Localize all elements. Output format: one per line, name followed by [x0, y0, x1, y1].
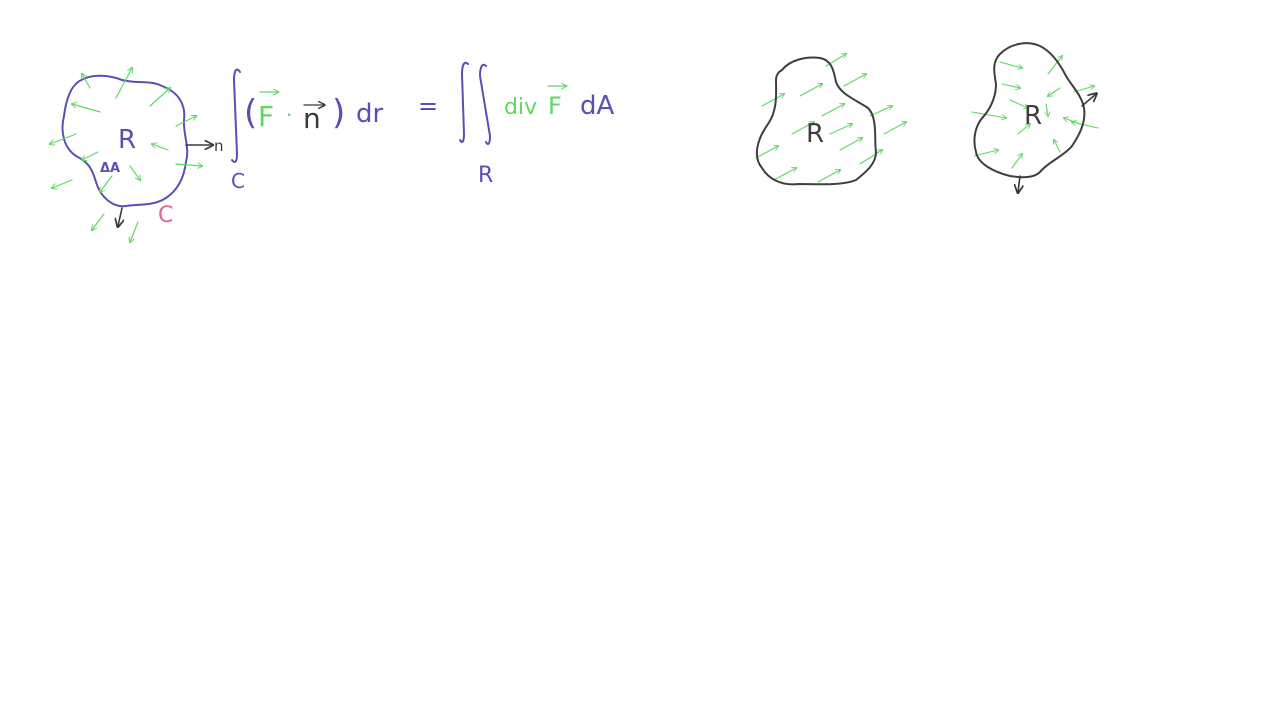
region-label: R — [1024, 101, 1042, 131]
diagram-source-region: R — [971, 42, 1099, 192]
diagram-uniform-field-region: R — [755, 54, 906, 186]
field-arrow — [999, 61, 1022, 68]
field-arrow — [829, 124, 852, 135]
field-arrow — [1011, 154, 1022, 169]
div-operator: div — [504, 95, 537, 120]
field-arrow — [773, 168, 796, 181]
field-arrow — [869, 106, 892, 117]
field-arrow — [971, 111, 1006, 118]
open-paren: ( — [244, 93, 257, 133]
normal-label: n — [214, 137, 224, 155]
field-arrow — [817, 170, 840, 183]
field-arrow — [152, 144, 169, 151]
double-integral-sign-2 — [479, 63, 491, 145]
field-arrow — [149, 88, 170, 107]
vector-field-arrows — [50, 68, 202, 242]
curve-label: C — [158, 203, 173, 228]
field-arrow — [859, 150, 882, 165]
field-arrow — [761, 94, 784, 107]
field-arrow — [1009, 99, 1028, 108]
rhs-field-symbol: F — [548, 92, 562, 120]
field-arrow — [92, 213, 105, 230]
field-arrow — [1047, 56, 1062, 75]
normal-arrow-out — [1081, 94, 1096, 107]
normal-arrow-down — [1018, 175, 1020, 192]
field-arrow — [1054, 140, 1061, 153]
normal-arrow-bottom — [118, 207, 122, 226]
field-arrow — [100, 175, 113, 192]
field-arrow — [82, 151, 99, 160]
field-arrow — [1072, 122, 1099, 129]
region-outline — [755, 56, 877, 186]
dot-operator: · — [286, 103, 292, 127]
normal-symbol: n — [303, 102, 321, 135]
area-element-label: ΔA — [100, 161, 120, 176]
divergence-theorem-equation: C ( F · n ) dr = R div F dA — [231, 61, 615, 193]
lhs-lower-limit: C — [231, 169, 245, 193]
field-arrow — [973, 150, 998, 157]
field-arrow — [82, 74, 91, 89]
field-arrow — [843, 74, 866, 87]
rhs-lower-limit: R — [478, 163, 493, 188]
field-arrow — [821, 104, 844, 117]
field-arrow — [129, 165, 140, 180]
field-arrow — [755, 146, 778, 159]
field-arrow — [791, 122, 814, 135]
field-arrow — [839, 138, 862, 151]
field-arrow — [1048, 87, 1061, 96]
field-arrow — [1001, 83, 1020, 88]
field-arrow — [72, 104, 101, 113]
field-arrow — [115, 68, 132, 99]
double-integral-sign-1 — [459, 61, 469, 143]
field-arrow — [175, 164, 202, 166]
field-arrow — [130, 221, 139, 242]
field-arrow — [50, 133, 77, 144]
uniform-field-arrows — [755, 54, 906, 183]
equals-sign: = — [418, 92, 438, 120]
close-paren: ) — [332, 93, 345, 133]
field-arrow — [1046, 103, 1048, 116]
field-arrow — [175, 116, 196, 127]
differential-da: dA — [580, 91, 615, 121]
region-label: R — [118, 125, 136, 155]
field-arrow — [799, 84, 822, 97]
field-symbol: F — [258, 100, 274, 133]
field-arrow — [883, 122, 906, 135]
region-outline — [973, 42, 1086, 179]
diagram-region-with-curve: R n C ΔA — [50, 68, 224, 242]
differential-dr: dr — [356, 99, 384, 129]
region-label: R — [806, 119, 824, 149]
field-arrow — [1017, 124, 1030, 135]
boundary-curve-c — [61, 74, 189, 208]
field-arrow — [52, 179, 73, 188]
line-integral-sign — [231, 68, 241, 163]
